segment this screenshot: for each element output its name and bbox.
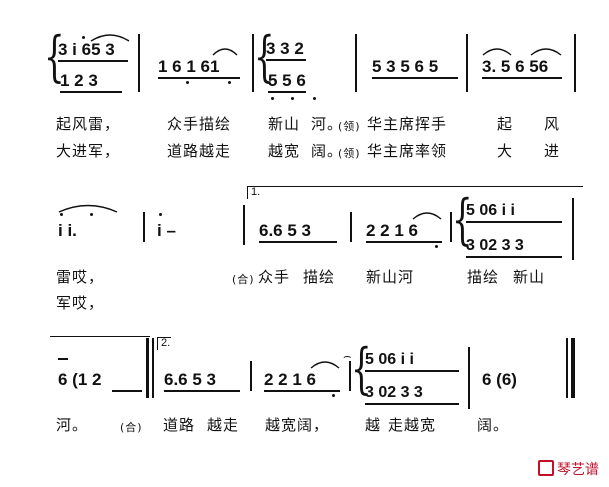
watermark: 琴艺谱 — [538, 459, 599, 479]
lyric-marker: (合) — [120, 421, 143, 434]
note-group: i i. — [58, 221, 77, 240]
part-brace: { — [452, 188, 473, 251]
barline — [250, 361, 252, 391]
barline — [450, 212, 452, 242]
note-group: 6 (1 2 — [58, 370, 102, 389]
note-group: 6.6 5 3 — [259, 221, 311, 240]
lyric: 河。 — [311, 115, 344, 133]
lyric: 进 — [544, 142, 561, 160]
lyric: 越走 — [207, 416, 240, 434]
barline — [143, 212, 145, 242]
lyric: 阔。 — [311, 142, 344, 160]
note-group: 2 2 1 6 — [366, 221, 418, 240]
lyric: 新山河 — [366, 268, 415, 286]
lyric: 众手描绘 — [167, 115, 232, 133]
note-group: 3 i 65 3 — [58, 40, 115, 59]
barline — [574, 34, 576, 92]
barline — [468, 347, 470, 409]
barline — [243, 205, 245, 245]
barline — [152, 338, 154, 398]
note-group: 3. 5 6 56 — [482, 57, 549, 76]
slur — [530, 48, 562, 56]
repeat-barline — [146, 338, 149, 398]
volta-bracket: 1. — [247, 186, 583, 199]
lyric: 越宽 — [268, 142, 301, 160]
lyric-marker: (领) — [338, 147, 361, 160]
volta-label: 2. — [161, 337, 171, 349]
barline — [572, 198, 574, 260]
lyric: 道路 — [163, 416, 196, 434]
note-group: i – — [157, 221, 176, 240]
note-group: 3 02 3 3 — [365, 384, 423, 401]
barline — [349, 361, 351, 391]
note-group: 5 06 i i — [365, 351, 414, 368]
volta-label: 1. — [251, 186, 261, 198]
lyric: 描绘 — [303, 268, 336, 286]
note-group: 6 (6) — [482, 370, 517, 389]
barline — [252, 34, 254, 92]
lyric: 华主席挥手 — [367, 115, 448, 133]
fermata-icon: ⌢ — [343, 349, 352, 364]
lyric: 风 — [544, 115, 561, 133]
slur — [412, 212, 442, 220]
lyric: 走越宽 — [388, 416, 437, 434]
lyric: 起 — [497, 115, 514, 133]
note-group: 3 02 3 3 — [466, 237, 524, 254]
lyric: 道路越走 — [167, 142, 232, 160]
slur — [212, 48, 238, 56]
note-group: 5 5 6 — [268, 71, 306, 90]
barline — [466, 34, 468, 92]
note-group: 1 6 1 61 — [158, 57, 220, 76]
lyric-marker: (领) — [338, 120, 361, 133]
lyric: 阔。 — [477, 416, 510, 434]
lyric: 雷哎， — [56, 268, 105, 286]
lyric: 新山 — [268, 115, 301, 133]
barline — [566, 338, 568, 398]
lyric: 军哎， — [56, 294, 105, 312]
lyric: 起风雷， — [56, 115, 121, 133]
note-group: 3 3 2 — [266, 39, 304, 58]
lyric-marker: (合) — [232, 273, 255, 286]
part-brace: { — [44, 25, 65, 88]
lyric: 大进军， — [56, 142, 121, 160]
slur — [310, 361, 340, 369]
lyric: 众手 — [258, 268, 291, 286]
tie — [58, 204, 118, 213]
barline — [350, 212, 352, 242]
barline — [138, 34, 140, 92]
note-group: 1 2 3 — [60, 71, 98, 90]
lyric: 描绘 — [467, 268, 500, 286]
note-group: 5 06 i i — [466, 202, 515, 219]
barline — [355, 34, 357, 92]
note-group: 6.6 5 3 — [164, 370, 216, 389]
lyric: 河。 — [56, 416, 89, 434]
lyric: 越 — [365, 416, 382, 434]
part-brace: { — [254, 25, 275, 88]
final-barline — [571, 338, 575, 398]
slur — [482, 48, 512, 56]
part-brace: { — [351, 337, 372, 400]
lyric: 越宽阔， — [265, 416, 330, 434]
lyric: 大 — [497, 142, 514, 160]
logo-icon — [538, 460, 554, 476]
watermark-text: 琴艺谱 — [557, 462, 599, 478]
volta-bracket: 2. — [157, 337, 171, 350]
lyric: 新山 — [513, 268, 546, 286]
lyric: 华主席率领 — [367, 142, 448, 160]
note-group: 2 2 1 6 — [264, 370, 316, 389]
note-group: 5 3 5 6 5 — [372, 57, 439, 76]
slur — [90, 34, 130, 42]
